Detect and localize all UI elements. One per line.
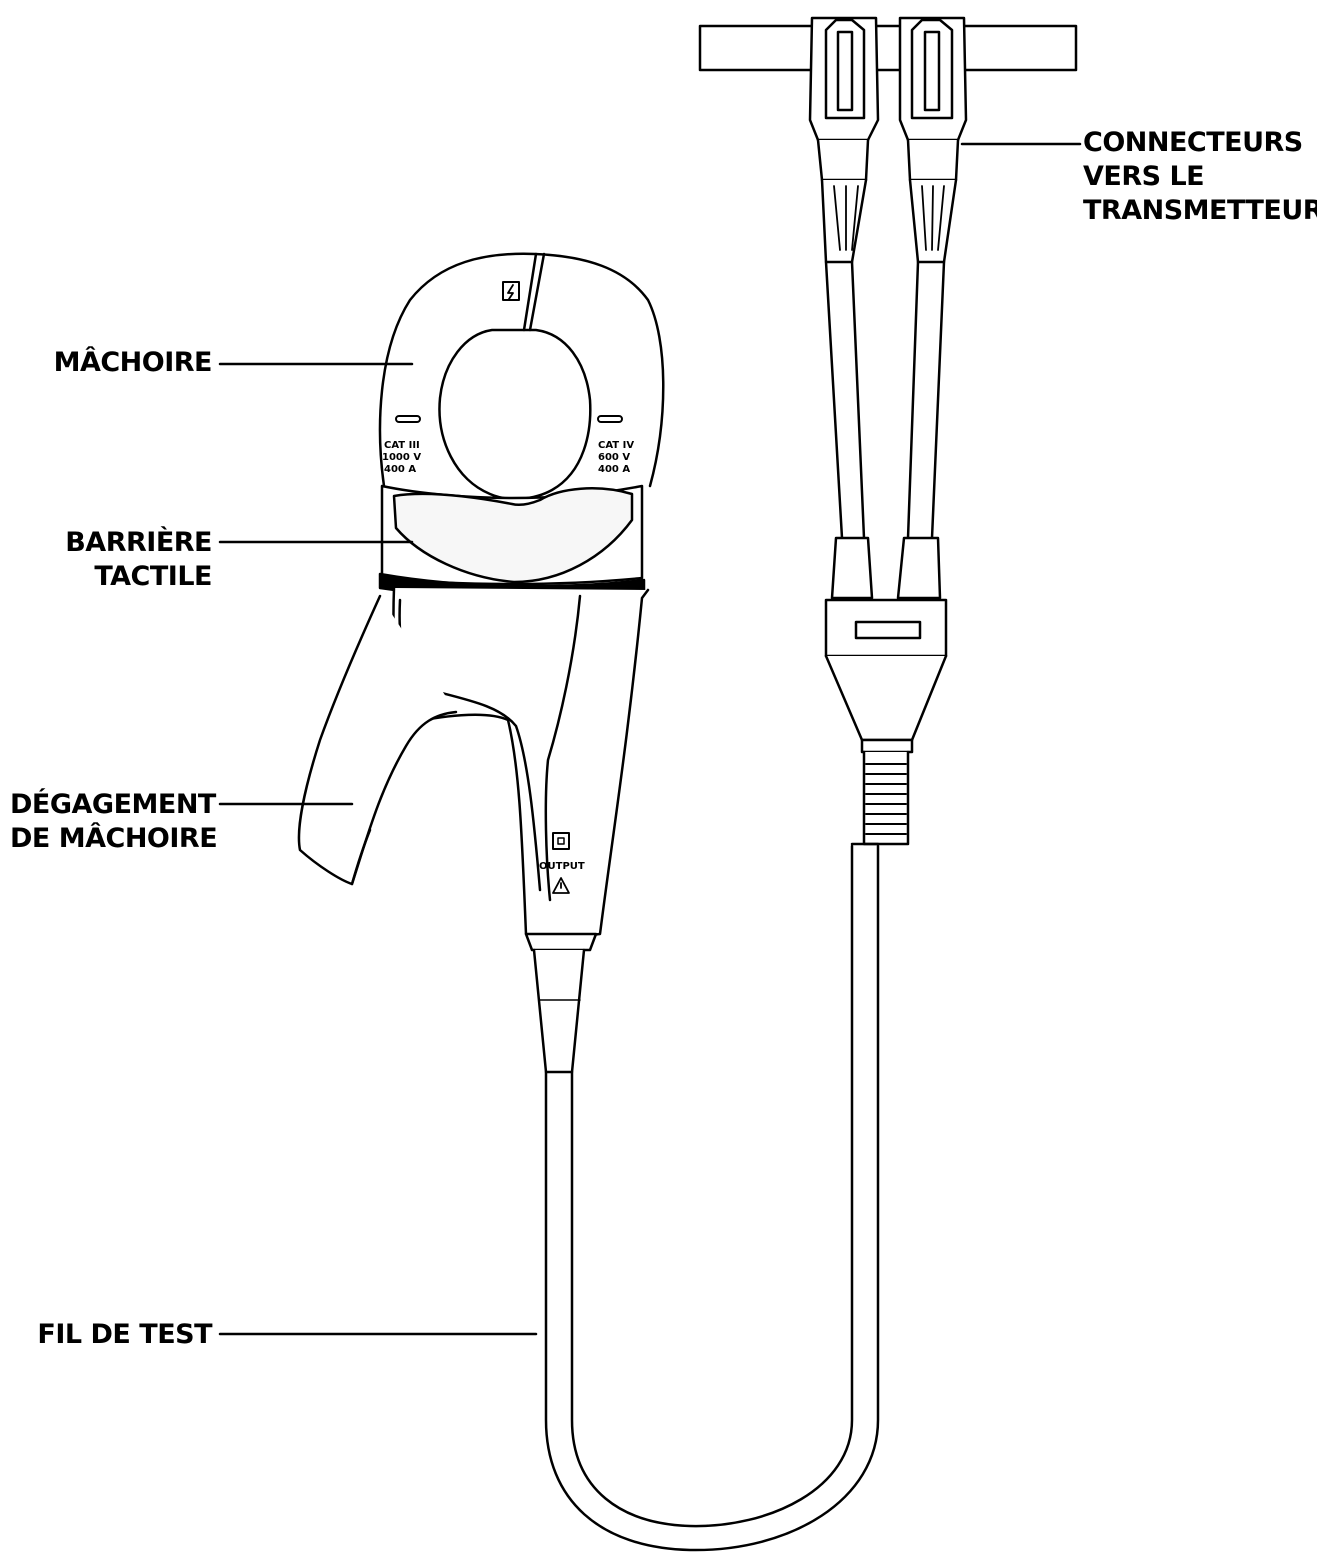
test-lead-cable [544, 844, 880, 1552]
label-connectors-line2: VERS LE [1083, 161, 1205, 192]
label-connectors: CONNECTEURS VERS LE TRANSMETTEUR [1083, 126, 1317, 228]
label-jaw: MÂCHOIRE [20, 346, 213, 380]
lightning-warning-icon [502, 281, 520, 301]
clamp-body [297, 586, 650, 1074]
label-jaw-release: DÉGAGEMENT DE MÂCHOIRE [10, 788, 218, 856]
label-test-lead: FIL DE TEST [20, 1318, 212, 1352]
splitter-block [824, 536, 948, 846]
jaw-marker-right [597, 415, 623, 423]
rating-right-amp: 400 A [598, 464, 630, 475]
label-test-lead-text: FIL DE TEST [37, 1319, 212, 1350]
splitter-leads [824, 260, 946, 540]
jaw-marker-left [395, 415, 421, 423]
connector-left [808, 16, 880, 264]
rating-marking-left: CAT III 1000 V 400 A [382, 440, 421, 475]
output-label: OUTPUT [539, 861, 585, 872]
connector-right [898, 16, 968, 264]
label-tactile-barrier-line1: BARRIÈRE [65, 527, 212, 558]
label-tactile-barrier: BARRIÈRE TACTILE [20, 526, 212, 594]
tactile-barrier-shape [378, 484, 646, 600]
caution-triangle-icon [552, 877, 570, 894]
rating-marking-right: CAT IV 600 V 400 A [598, 440, 634, 475]
rating-right-cat: CAT IV [598, 440, 634, 451]
rating-left-amp: 400 A [384, 464, 416, 475]
transmitter-bar [698, 24, 1078, 72]
rating-left-volt: 1000 V [382, 452, 421, 463]
rating-right-volt: 600 V [598, 452, 630, 463]
label-jaw-release-line2: DE MÂCHOIRE [10, 823, 218, 854]
label-jaw-release-line1: DÉGAGEMENT [10, 789, 216, 820]
label-connectors-line3: TRANSMETTEUR [1083, 195, 1317, 226]
output-jack-icon [552, 832, 570, 850]
rating-left-cat: CAT III [384, 440, 420, 451]
label-connectors-line1: CONNECTEURS [1083, 127, 1303, 158]
label-jaw-text: MÂCHOIRE [53, 347, 213, 378]
label-tactile-barrier-line2: TACTILE [94, 561, 212, 592]
